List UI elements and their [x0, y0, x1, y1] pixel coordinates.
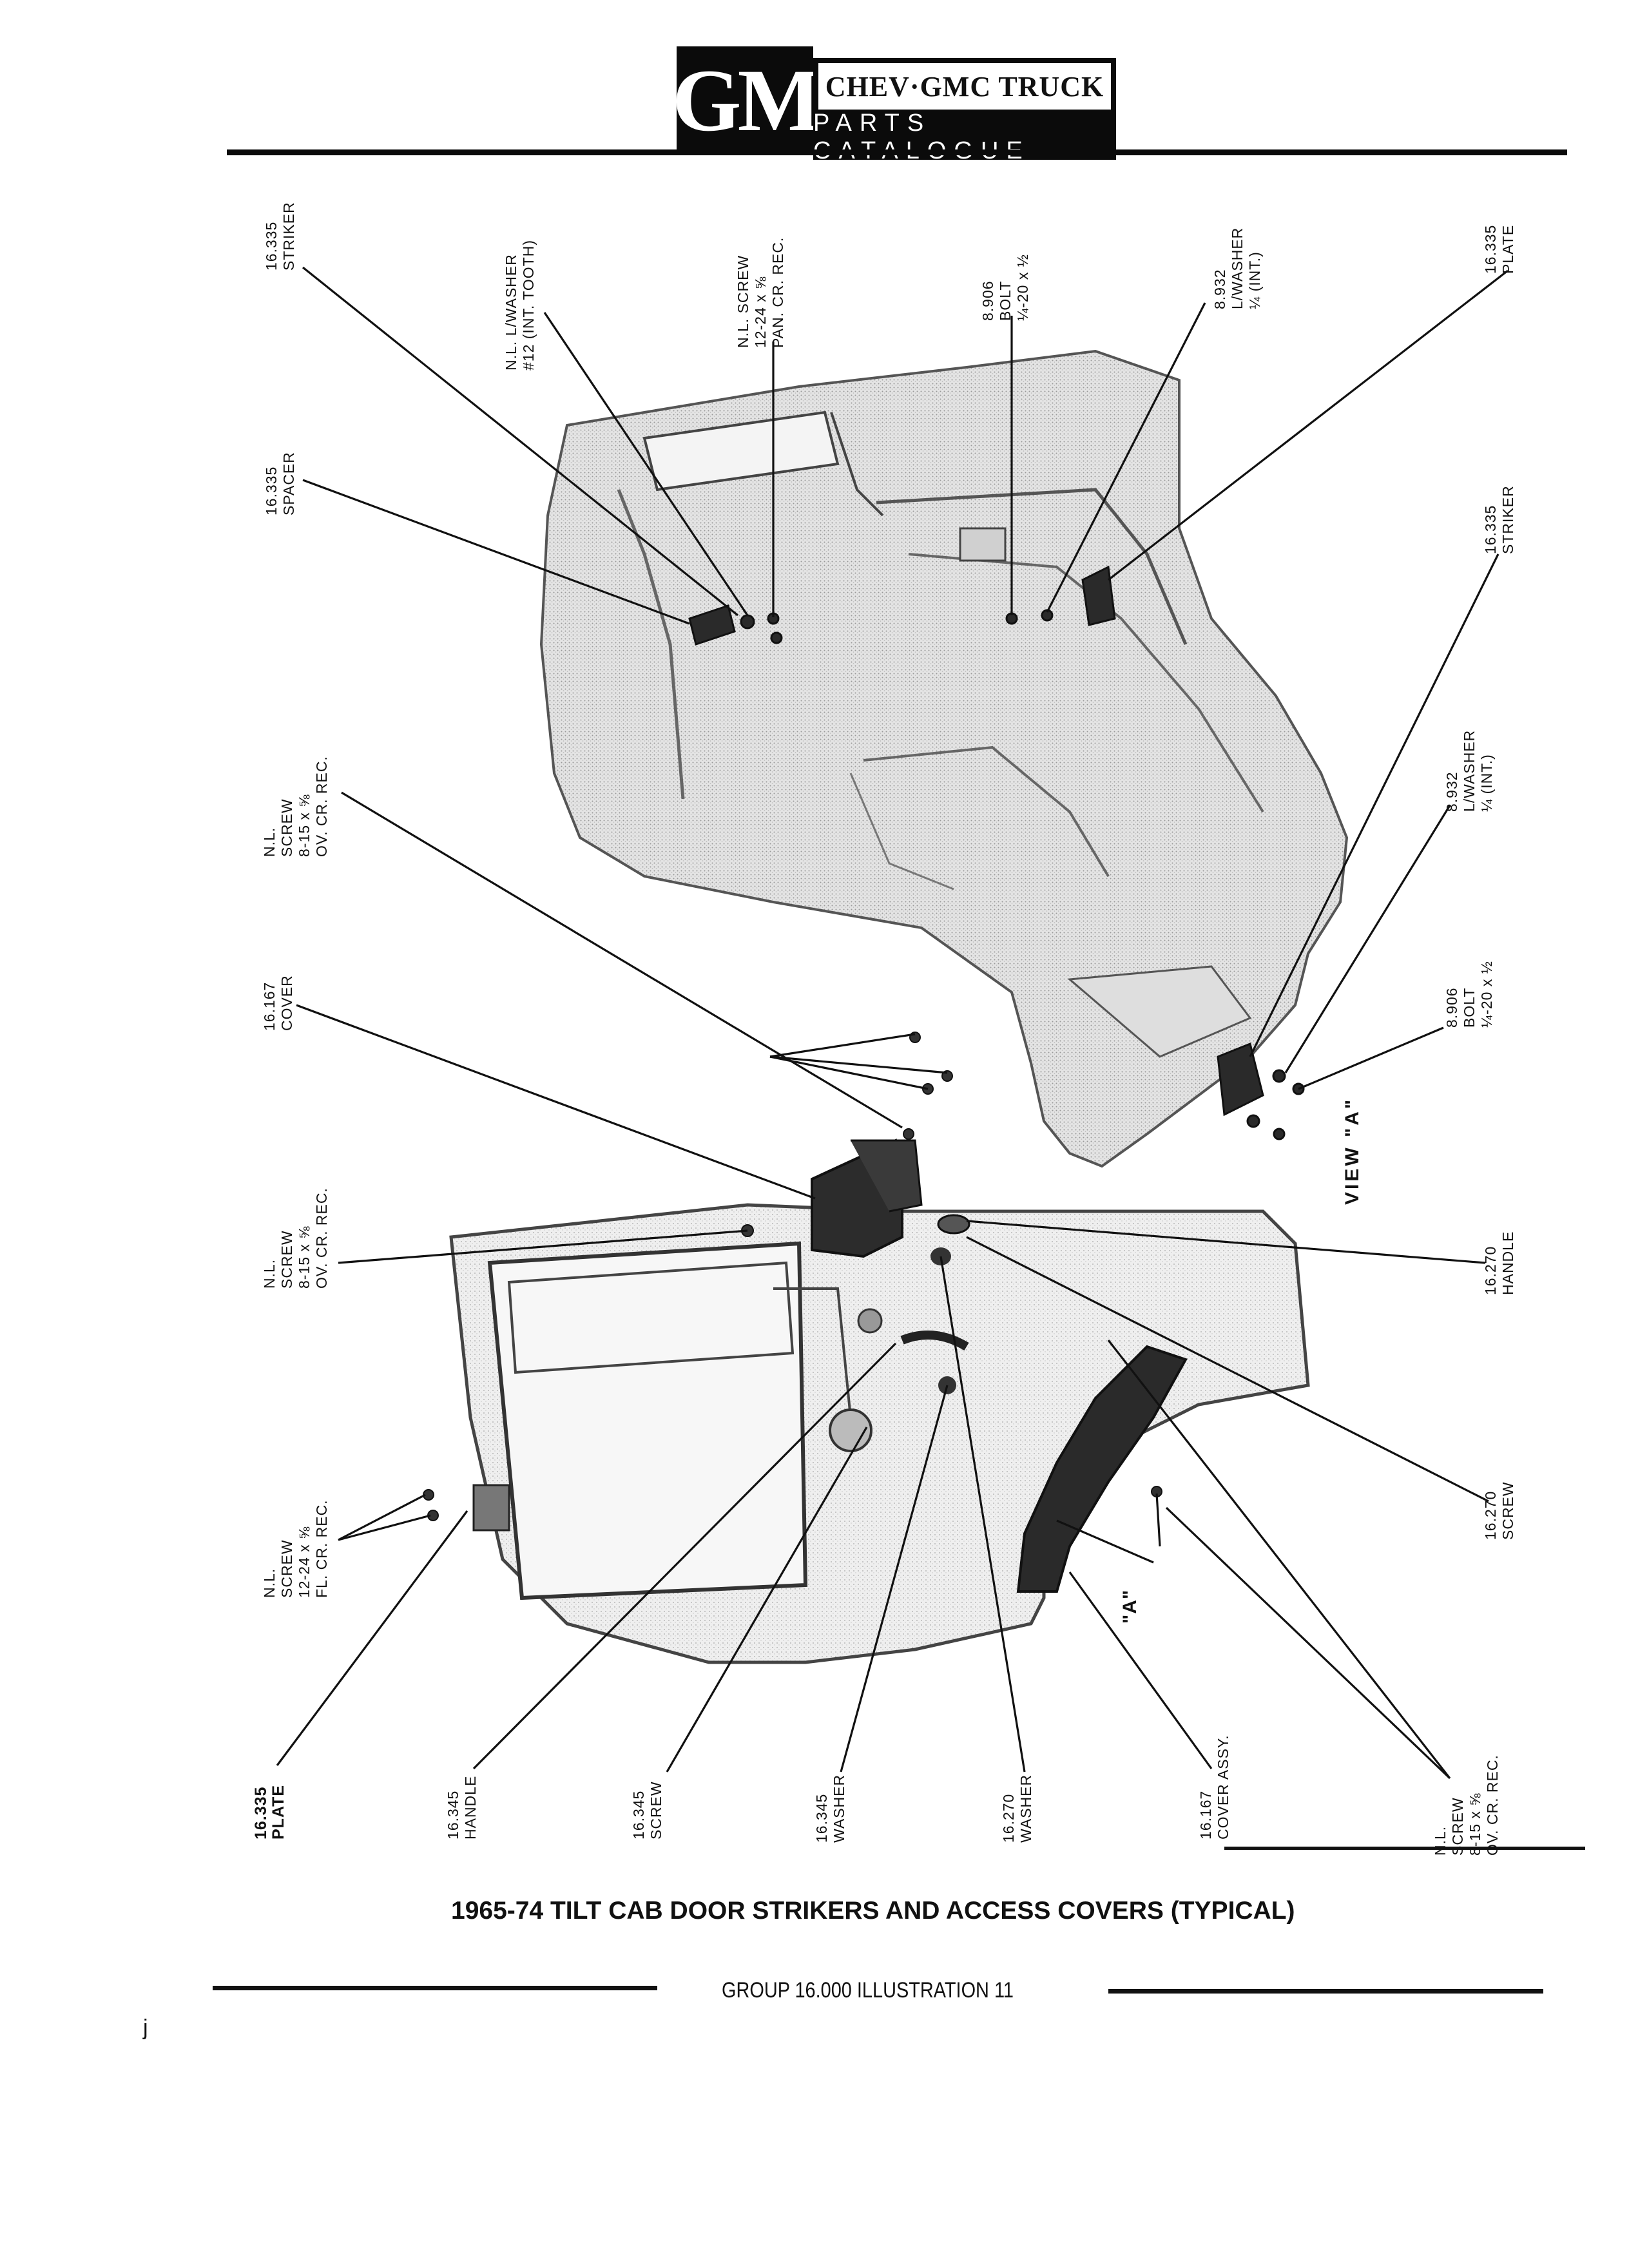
catalogue-title: CHEV·GMC TRUCK	[825, 70, 1104, 102]
illustration-bottom-rule	[1224, 1847, 1585, 1850]
catalogue-title-box: CHEV·GMC TRUCK	[813, 58, 1116, 115]
callout-nl-lwasher: N.L. L/WASHER#12 (INT. TOOTH)	[503, 239, 537, 370]
a-marker-label: "A"	[1119, 1589, 1141, 1624]
view-a-label: VIEW "A"	[1342, 1097, 1363, 1205]
footer-group-label: GROUP 16.000 ILLUSTRATION 11	[722, 1978, 1014, 2003]
header-rule	[227, 149, 1567, 155]
cab-body-view	[539, 349, 1349, 1168]
leader-lines	[276, 266, 1509, 1780]
gm-logo: GM	[672, 46, 822, 155]
gm-logo-text: GM	[672, 51, 822, 149]
door-view	[423, 1032, 1310, 1664]
footer-rule-left	[213, 1986, 657, 1990]
footer-rule-right	[1108, 1989, 1543, 1994]
stray-mark: j	[143, 2015, 148, 2040]
striker-parts	[688, 565, 1305, 1140]
illustration-caption: 1965-74 TILT CAB DOOR STRIKERS AND ACCES…	[451, 1897, 1295, 1925]
